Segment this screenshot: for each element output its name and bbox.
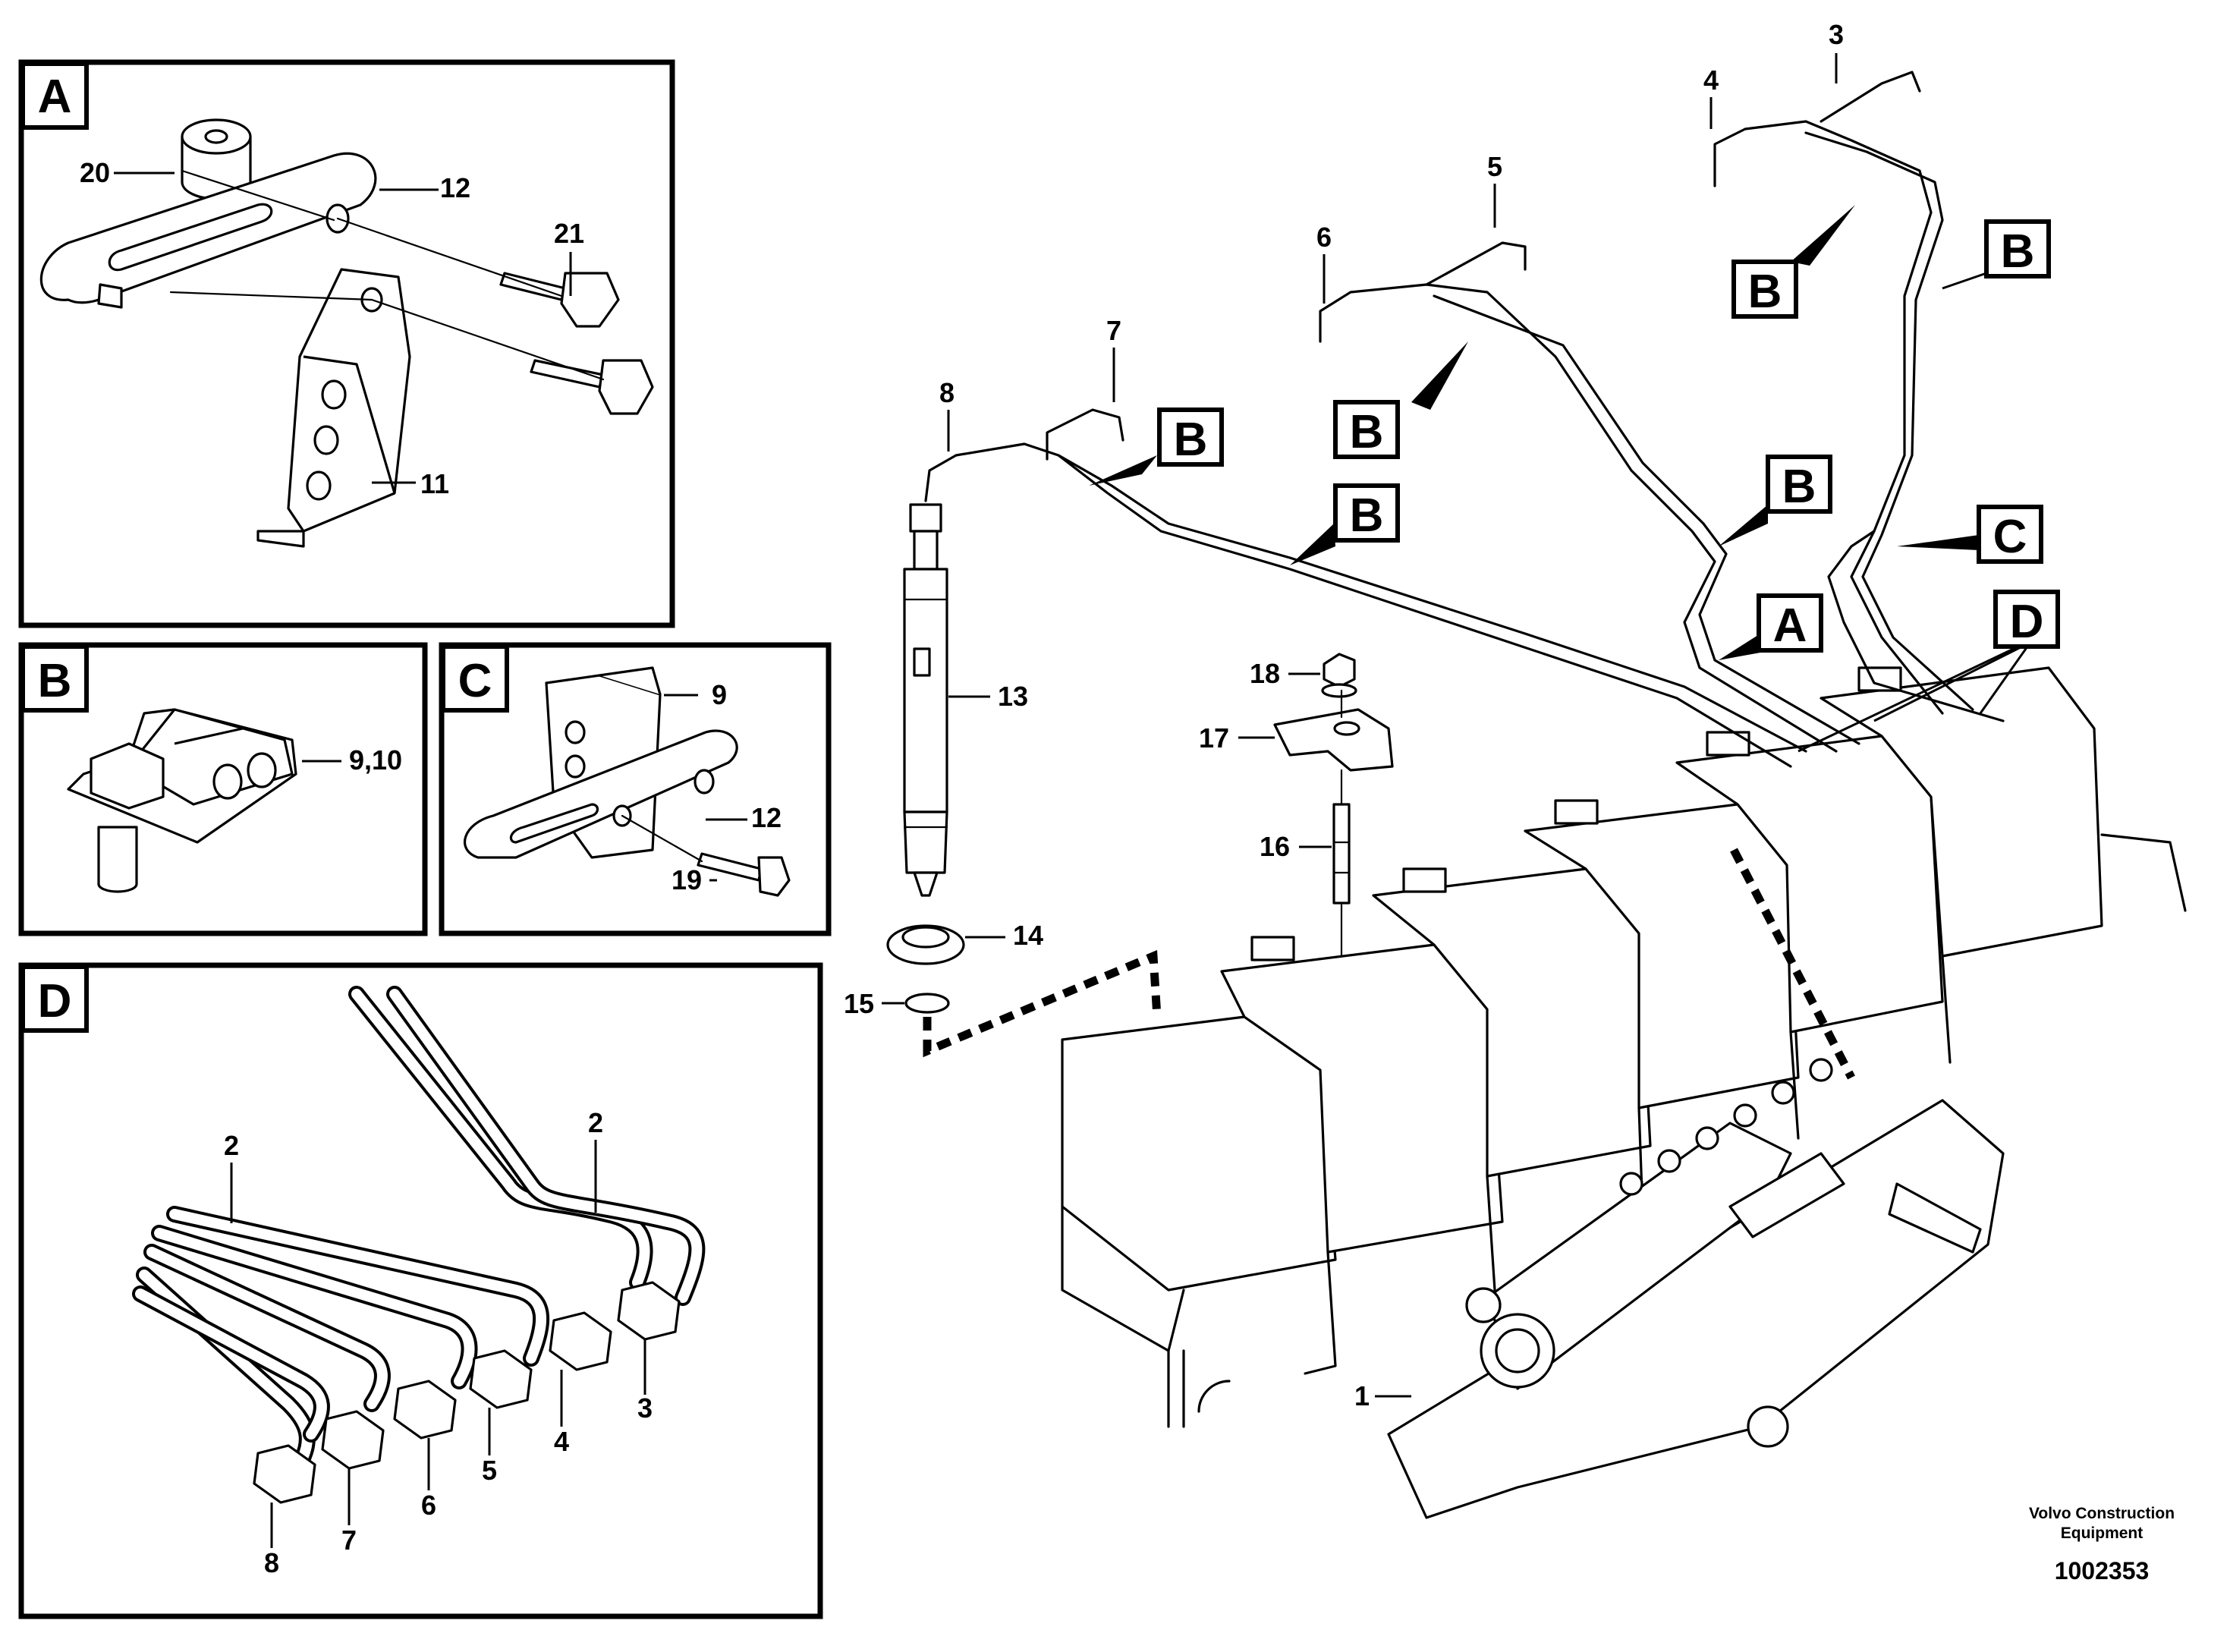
svg-text:B: B [2001, 225, 2035, 278]
detail-b-letter-box [20, 644, 89, 713]
fuel-pipes-main [924, 71, 2005, 768]
label-9-detail-c: 9 [712, 679, 727, 710]
label-12-detail-c: 12 [751, 802, 782, 833]
seal-part-14 [886, 924, 965, 965]
detail-d-letter-box [20, 964, 89, 1033]
callout-b-2: B [1290, 483, 1400, 565]
label-14: 14 [1013, 920, 1043, 951]
clamp-part-9-10 [67, 708, 297, 893]
pipe-nut-4 [549, 1311, 612, 1371]
detail-c-frame [439, 642, 832, 936]
label-2-left: 2 [224, 1130, 239, 1161]
label-5: 5 [1487, 151, 1502, 182]
detail-view-a: A [18, 59, 675, 628]
o-ring-part-15 [904, 993, 950, 1014]
callout-c: C [1897, 505, 2043, 564]
document-number: 1002353 [2054, 1557, 2150, 1584]
detail-a-letter: A [38, 71, 72, 123]
bolt-part-19 [697, 852, 791, 897]
detail-a-letter-box [20, 61, 89, 130]
cylinder-head-row [1061, 666, 2187, 1428]
brand-line-2: Equipment [2060, 1525, 2144, 1542]
detail-b-frame [18, 642, 428, 936]
detail-b-letter: B [38, 655, 72, 707]
label-7-detail-d: 7 [341, 1525, 357, 1556]
svg-text:A: A [1773, 599, 1807, 652]
label-2-right: 2 [588, 1107, 603, 1138]
clamp-part-17 [1273, 708, 1394, 772]
svg-text:B: B [1350, 406, 1384, 458]
label-15: 15 [844, 988, 874, 1019]
svg-text:D: D [2010, 596, 2044, 648]
detail-d-letter: D [38, 975, 72, 1027]
label-8: 8 [939, 377, 955, 408]
bracket-assembly-part-9-12 [464, 666, 738, 859]
detail-c-letter-box [441, 644, 509, 713]
label-9-10: 9,10 [349, 744, 402, 776]
detail-d-frame [18, 962, 823, 1619]
injector-part-13 [903, 503, 948, 897]
pipe-nut-8 [253, 1444, 316, 1504]
label-21: 21 [554, 218, 584, 249]
detail-c-letter: C [458, 655, 492, 707]
svg-text:C: C [1993, 511, 2027, 563]
label-3-detail-d: 3 [637, 1392, 653, 1424]
label-8-detail-d: 8 [264, 1547, 279, 1578]
detail-view-c: C 9 12 19 [439, 642, 832, 936]
svg-text:B: B [1350, 489, 1384, 542]
pipe-nut-5 [469, 1349, 533, 1409]
brand-line-1: Volvo Construction [2028, 1505, 2175, 1522]
detail-view-d: D 2 2 3 4 5 [18, 962, 823, 1619]
pipe-nut-3 [617, 1281, 681, 1341]
callout-b-1: B [1089, 407, 1224, 486]
pipe-nut-6 [393, 1380, 457, 1440]
nut-part-18 [1321, 653, 1357, 698]
bolt-part-21-lower [530, 359, 654, 415]
label-4-detail-d: 4 [554, 1426, 569, 1457]
label-17: 17 [1199, 722, 1229, 754]
label-20: 20 [80, 157, 110, 188]
svg-text:B: B [1748, 266, 1782, 318]
label-1: 1 [1354, 1380, 1370, 1411]
pipe-nut-7 [321, 1410, 385, 1470]
callout-b-5: B [1731, 205, 1855, 319]
label-13: 13 [998, 681, 1028, 712]
detail-view-b: B 9,10 [18, 642, 428, 936]
callout-d: D [1798, 590, 2060, 753]
label-6-detail-d: 6 [421, 1490, 436, 1521]
label-4: 4 [1703, 65, 1719, 96]
label-6: 6 [1316, 222, 1332, 253]
injection-pump-part-1 [1387, 1058, 2005, 1519]
spacer-part-20 [181, 118, 252, 200]
bracket-part-11 [256, 268, 411, 548]
detail-a-frame [18, 59, 675, 628]
main-assembly-view: B B B B B B A [844, 19, 2187, 1519]
label-18: 18 [1250, 658, 1280, 689]
label-11: 11 [420, 468, 449, 499]
label-3: 3 [1829, 19, 1844, 50]
callout-a: A [1719, 593, 1823, 660]
stud-part-16 [1332, 803, 1351, 905]
callout-b-6: B [1942, 219, 2051, 290]
svg-text:B: B [1782, 461, 1816, 513]
label-12-detail-a: 12 [440, 172, 470, 203]
label-16: 16 [1260, 831, 1290, 862]
label-7: 7 [1106, 315, 1121, 346]
svg-text:B: B [1174, 414, 1208, 466]
label-5-detail-d: 5 [482, 1455, 497, 1486]
dashed-link-pump [1730, 848, 1855, 1080]
callout-b-3: B [1333, 341, 1468, 459]
callout-b-4: B [1719, 455, 1832, 546]
label-19: 19 [672, 864, 702, 895]
